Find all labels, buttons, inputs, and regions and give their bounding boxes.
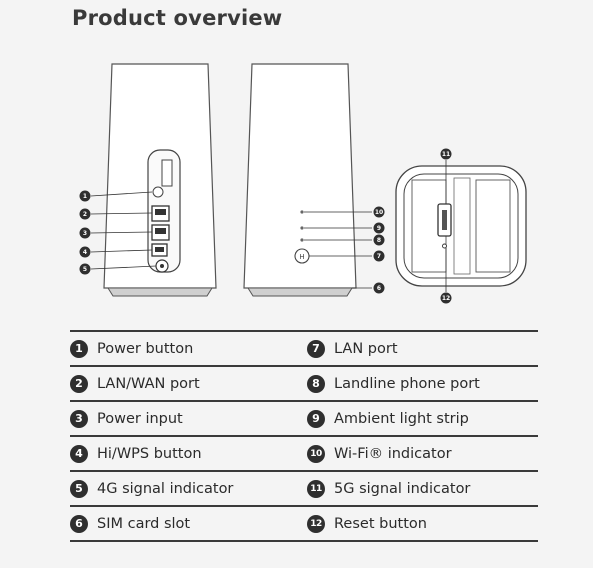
product-diagram: 1 2 3 4 5 H 10 9 8 7 6 11 1 xyxy=(79,63,527,304)
table-rule xyxy=(70,435,538,437)
part-item: 2 LAN/WAN port xyxy=(70,374,301,393)
part-label: 5G signal indicator xyxy=(334,480,471,497)
table-row: 2 LAN/WAN port 8 Landline phone port xyxy=(70,367,538,400)
sim-slot-icon xyxy=(161,159,173,187)
callout-1: 1 xyxy=(79,190,91,202)
svg-text:10: 10 xyxy=(375,209,383,216)
part-number: 2 xyxy=(70,374,88,393)
part-label: Power input xyxy=(97,410,183,427)
part-item: 6 SIM card slot xyxy=(70,514,301,533)
callout-2: 2 xyxy=(79,208,91,220)
part-number: 4 xyxy=(70,444,88,463)
callout-12: 12 xyxy=(440,292,452,304)
part-label: Ambient light strip xyxy=(334,410,469,427)
part-item: 11 5G signal indicator xyxy=(301,479,538,498)
callout-8: 8 xyxy=(373,234,385,246)
part-number: 9 xyxy=(307,409,325,428)
callout-4: 4 xyxy=(79,246,91,258)
router-front-view: H 10 9 8 7 6 xyxy=(243,63,385,297)
callout-10: 10 xyxy=(373,206,385,218)
svg-text:1: 1 xyxy=(83,193,87,200)
table-rule xyxy=(70,470,538,472)
part-number: 3 xyxy=(70,409,88,428)
part-item: 8 Landline phone port xyxy=(301,374,538,393)
page-title: Product overview xyxy=(72,6,283,30)
table-rule xyxy=(70,505,538,507)
table-rule xyxy=(70,365,538,367)
part-label: LAN port xyxy=(334,340,398,357)
part-label: Reset button xyxy=(334,515,427,532)
part-item: 10 Wi-Fi® indicator xyxy=(301,444,538,463)
part-number: 12 xyxy=(307,514,325,533)
svg-text:11: 11 xyxy=(442,151,450,158)
router-bottom-view: 11 12 xyxy=(395,148,527,304)
part-number: 8 xyxy=(307,374,325,393)
svg-text:12: 12 xyxy=(442,295,450,302)
table-row: 3 Power input 9 Ambient light strip xyxy=(70,402,538,435)
table-row: 1 Power button 7 LAN port xyxy=(70,332,538,365)
table-row: 5 4G signal indicator 11 5G signal indicat… xyxy=(70,472,538,505)
part-item: 12 Reset button xyxy=(301,514,538,533)
table-row: 6 SIM card slot 12 Reset button xyxy=(70,507,538,540)
callout-9: 9 xyxy=(373,222,385,234)
part-item: 7 LAN port xyxy=(301,339,538,358)
callout-11: 11 xyxy=(440,148,452,160)
table-rule xyxy=(70,330,538,332)
callout-3: 3 xyxy=(79,227,91,239)
svg-text:7: 7 xyxy=(377,253,381,260)
part-number: 1 xyxy=(70,339,88,358)
part-label: LAN/WAN port xyxy=(97,375,200,392)
callout-6: 6 xyxy=(373,282,385,294)
signal-4g-indicator-icon xyxy=(300,226,304,230)
table-rule xyxy=(70,540,538,542)
part-number: 11 xyxy=(307,479,325,498)
callout-5: 5 xyxy=(79,263,91,275)
table-row: 4 Hi/WPS button 10 Wi-Fi® indicator xyxy=(70,437,538,470)
part-label: Power button xyxy=(97,340,194,357)
reset-button-icon xyxy=(442,243,447,249)
svg-text:3: 3 xyxy=(83,230,87,237)
part-item: 5 4G signal indicator xyxy=(70,479,301,498)
part-label: Wi-Fi® indicator xyxy=(334,445,452,462)
part-number: 5 xyxy=(70,479,88,498)
part-item: 1 Power button xyxy=(70,339,301,358)
part-item: 4 Hi/WPS button xyxy=(70,444,301,463)
part-number: 6 xyxy=(70,514,88,533)
part-item: 9 Ambient light strip xyxy=(301,409,538,428)
svg-text:6: 6 xyxy=(377,285,381,292)
part-item: 3 Power input xyxy=(70,409,301,428)
part-label: SIM card slot xyxy=(97,515,191,532)
svg-text:H: H xyxy=(299,253,304,261)
power-button-icon xyxy=(152,186,164,198)
part-label: Hi/WPS button xyxy=(97,445,202,462)
part-number: 7 xyxy=(307,339,325,358)
wifi-indicator-icon xyxy=(300,210,304,214)
part-label: 4G signal indicator xyxy=(97,480,234,497)
part-label: Landline phone port xyxy=(334,375,480,392)
svg-text:2: 2 xyxy=(83,211,87,218)
svg-text:8: 8 xyxy=(377,237,381,244)
callout-7: 7 xyxy=(373,250,385,262)
phone-indicator-icon xyxy=(300,238,304,242)
table-rule xyxy=(70,400,538,402)
svg-text:4: 4 xyxy=(83,249,87,256)
svg-text:9: 9 xyxy=(377,225,381,232)
router-back-view: 1 2 3 4 5 xyxy=(79,63,217,297)
part-number: 10 xyxy=(307,444,325,463)
svg-text:5: 5 xyxy=(83,266,87,273)
